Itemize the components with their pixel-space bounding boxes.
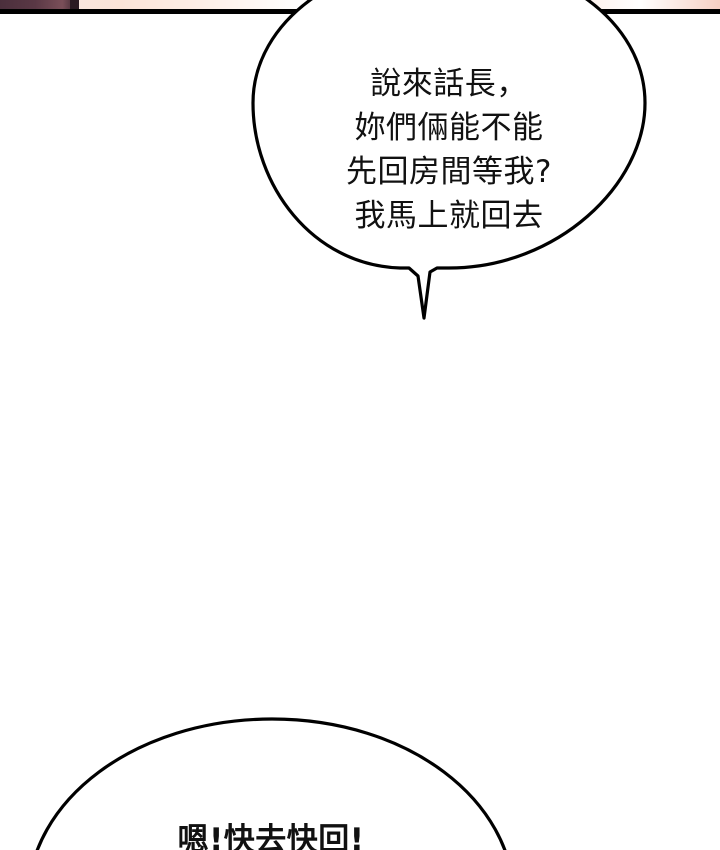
- main-bubble-line-3: 先回房間等我?: [346, 154, 552, 190]
- panel-dark-edge: [70, 0, 79, 9]
- main-bubble-text: 說來話長， 妳們倆能不能 先回房間等我? 我馬上就回去: [253, 62, 645, 238]
- lower-bubble-line-1: 嗯!快去快回!: [177, 822, 365, 850]
- panel-dark-area: [0, 0, 78, 9]
- main-bubble-line-1: 說來話長，: [370, 66, 528, 102]
- lower-speech-bubble: [35, 717, 507, 850]
- main-bubble-line-2: 妳們倆能不能: [354, 110, 544, 146]
- lower-bubble-text: 嗯!快去快回!: [55, 818, 487, 850]
- main-speech-bubble: [251, 0, 647, 320]
- main-bubble-line-4: 我馬上就回去: [354, 198, 544, 234]
